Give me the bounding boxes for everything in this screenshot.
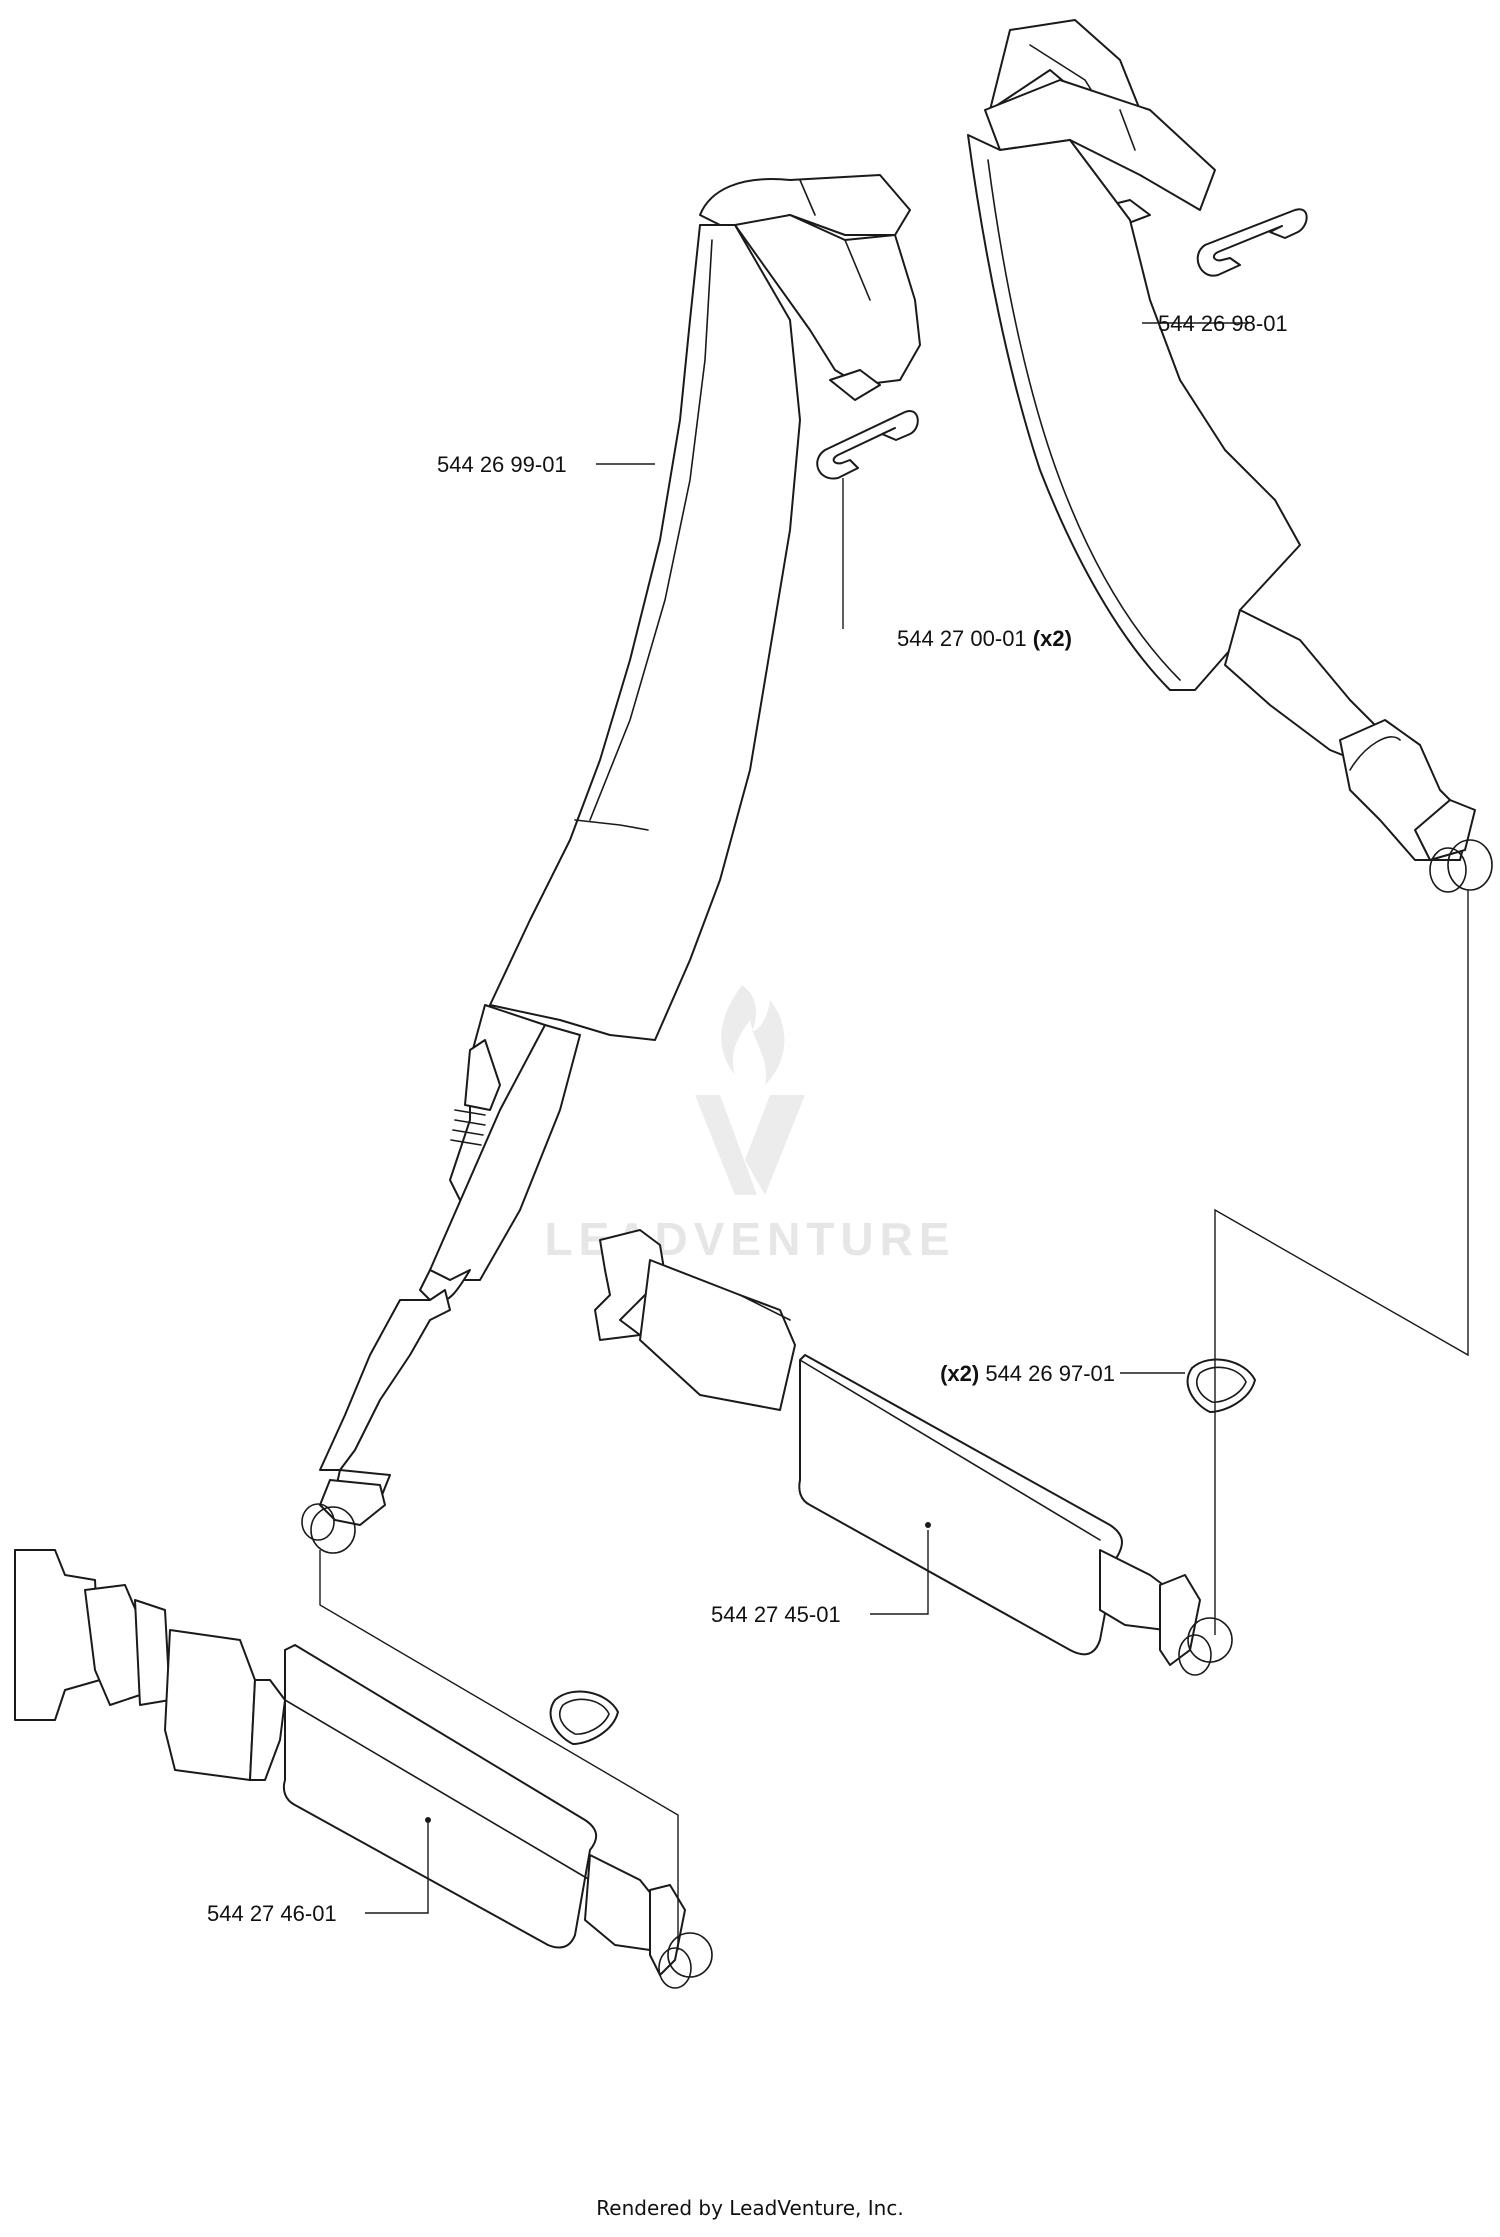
footer-credit: Rendered by LeadVenture, Inc. [596,2196,904,2220]
left-hip-pad [14,1549,713,1989]
left-shoulder-strap [301,174,921,1554]
callout-544-27-45-01: 544 27 45-01 [711,1602,841,1627]
clip-left [816,409,919,480]
assembly-line-right [1214,890,1469,1635]
callout-544-26-98-01: 544 26 98-01 [1158,311,1288,336]
callout-544-27-00-01: 544 27 00-01 (x2) [897,626,1072,651]
callout-544-26-99-01: 544 26 99-01 [437,452,567,477]
leadventure-flame-logo-icon [695,985,805,1195]
clip-right [1196,208,1308,277]
assembly-line-left [319,1550,679,1950]
callout-544-26-97-01: (x2) 544 26 97-01 [940,1361,1115,1386]
callout-544-27-46-01: 544 27 46-01 [207,1901,337,1926]
right-shoulder-strap [967,19,1493,893]
right-hip-pad [594,1229,1233,1676]
